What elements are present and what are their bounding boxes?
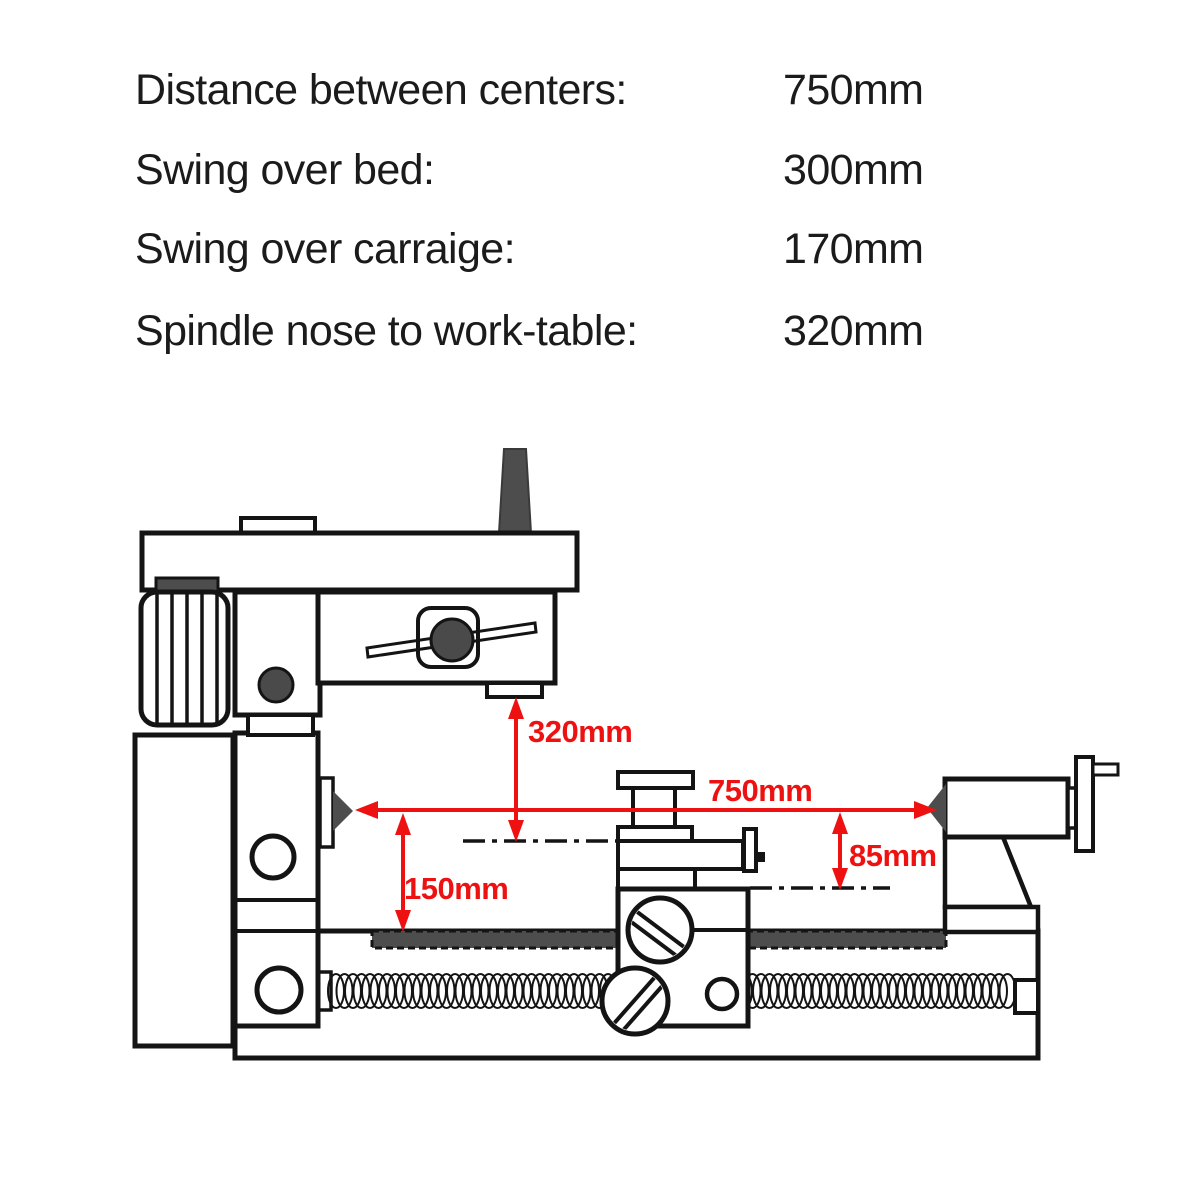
speed-lever-icon bbox=[497, 448, 533, 534]
dim-150-arrow bbox=[395, 813, 411, 932]
dim-85-label: 85mm bbox=[849, 838, 937, 873]
spec-label: Distance between centers: bbox=[135, 66, 627, 114]
spec-label: Spindle nose to work-table: bbox=[135, 307, 638, 355]
headstock-stand bbox=[132, 730, 321, 1049]
dim-85-arrow bbox=[832, 812, 848, 890]
spindle-nose bbox=[485, 681, 544, 699]
spec-value: 320mm bbox=[783, 307, 924, 355]
dim-750-label: 750mm bbox=[708, 773, 813, 808]
column-knob bbox=[257, 666, 295, 704]
dimension-arrows bbox=[355, 697, 937, 932]
carriage bbox=[599, 770, 765, 1037]
spindle-knob bbox=[429, 617, 475, 663]
spec-value: 170mm bbox=[783, 225, 924, 273]
headstock-center-icon bbox=[333, 791, 353, 831]
spec-row: Swing over bed: 300mm bbox=[135, 146, 1065, 196]
spec-label: Swing over carraige: bbox=[135, 225, 516, 273]
spec-value: 300mm bbox=[783, 146, 924, 194]
spec-value: 750mm bbox=[783, 66, 924, 114]
spec-row: Distance between centers: 750mm bbox=[135, 66, 1065, 116]
spec-row: Spindle nose to work-table: 320mm bbox=[135, 307, 1065, 357]
tailstock-handwheel bbox=[1074, 755, 1095, 853]
handwheel-screw-icon bbox=[625, 895, 695, 965]
motor-icon bbox=[138, 589, 231, 728]
spec-label: Swing over bed: bbox=[135, 146, 435, 194]
headstock bbox=[138, 448, 580, 849]
apron-hole bbox=[704, 976, 740, 1012]
dim-750-arrow bbox=[355, 801, 937, 819]
dim-320-arrow bbox=[508, 697, 524, 842]
tailstock bbox=[927, 755, 1120, 935]
handwheel-screw-icon bbox=[599, 965, 671, 1037]
dim-320-label: 320mm bbox=[528, 714, 633, 749]
lead-screw bbox=[316, 970, 1040, 1015]
tailstock-center-icon bbox=[927, 784, 946, 832]
dim-150-label: 150mm bbox=[404, 871, 509, 906]
handwheel-handle bbox=[1091, 762, 1120, 777]
center-lines bbox=[463, 839, 890, 890]
stand-hole bbox=[254, 965, 304, 1015]
spec-row: Swing over carraige: 170mm bbox=[135, 225, 1065, 275]
stand-hole bbox=[249, 833, 297, 881]
